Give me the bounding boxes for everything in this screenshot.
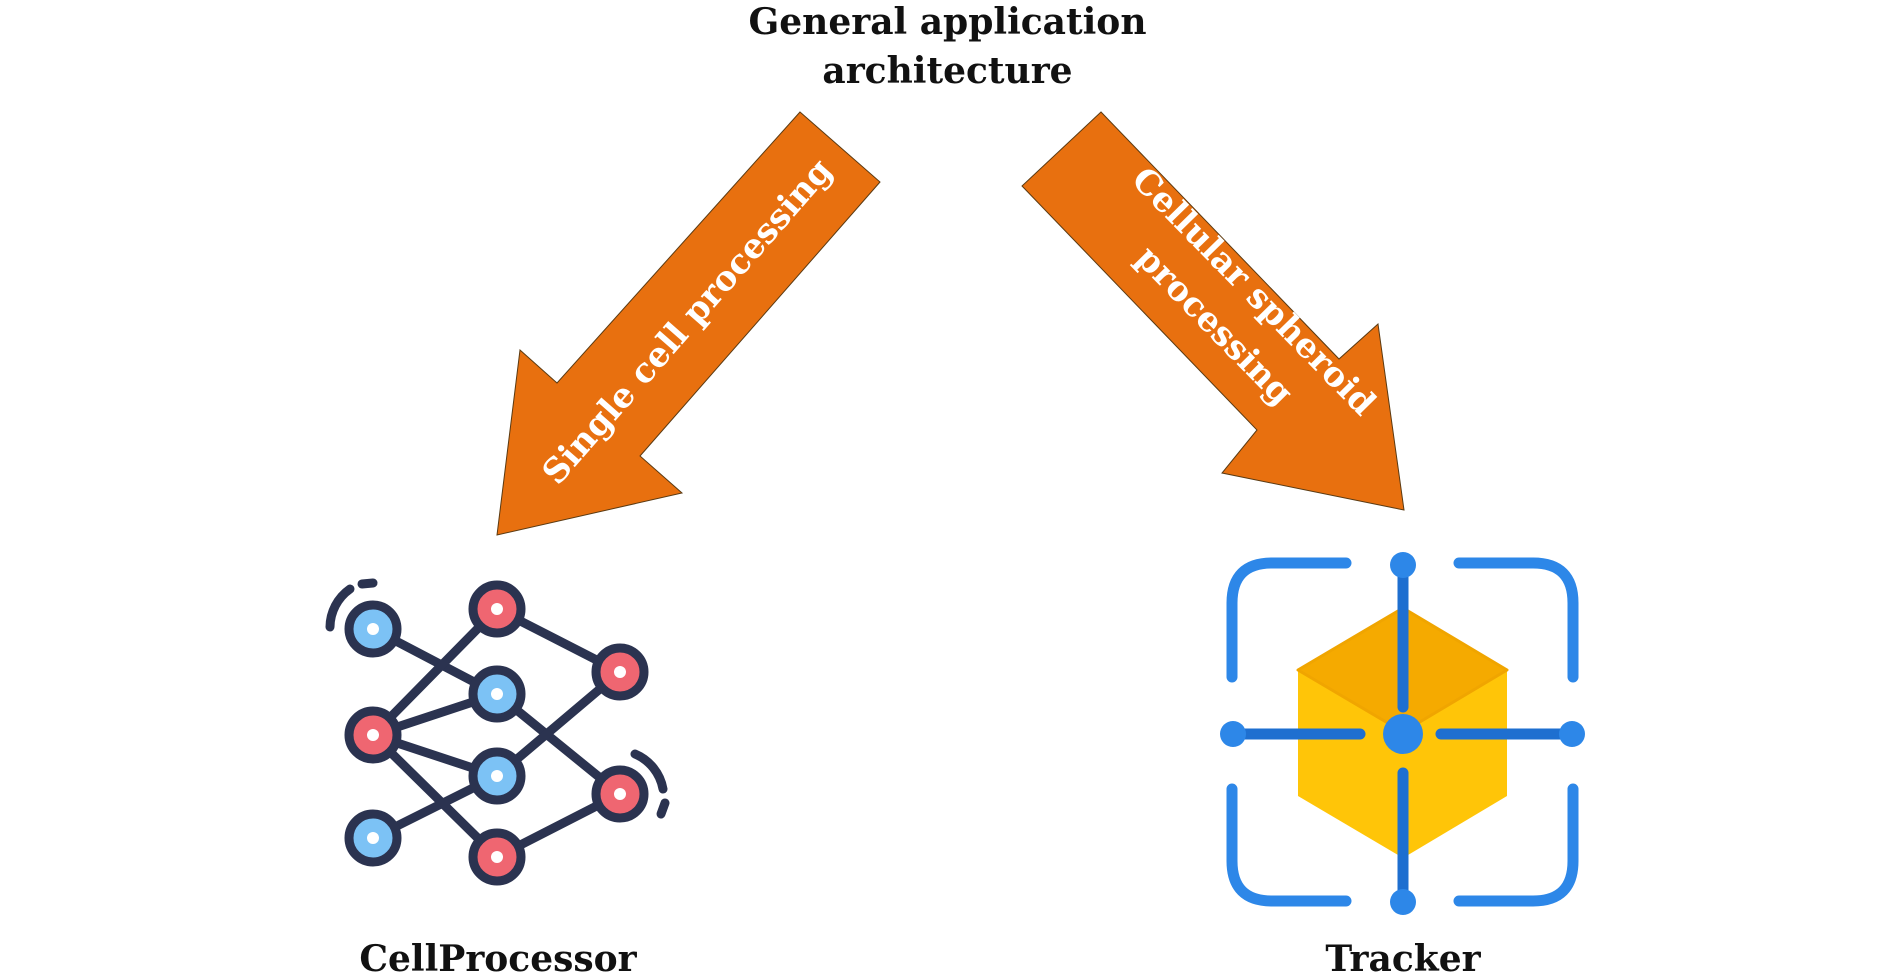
tracker-crosshair <box>1227 559 1578 906</box>
arrow-left-label: Single cell processing <box>535 151 841 492</box>
tracker-cube-icon <box>1220 552 1585 915</box>
arrow-right-shape <box>1021 111 1405 511</box>
diagram-title: General application architecture <box>0 0 1895 96</box>
tracker-caption: Tracker <box>1325 938 1481 980</box>
arrow-left-shape <box>496 111 881 536</box>
cellprocessor-caption: CellProcessor <box>359 938 637 980</box>
tracker-frame <box>1226 557 1579 907</box>
arrow-spheroid: Cellular spheroid processing <box>1021 111 1405 511</box>
title-line-2: architecture <box>822 50 1073 92</box>
arrow-single-cell: Single cell processing <box>496 111 881 536</box>
neural-network-icon <box>325 578 670 886</box>
title-line-1: General application <box>748 1 1147 43</box>
